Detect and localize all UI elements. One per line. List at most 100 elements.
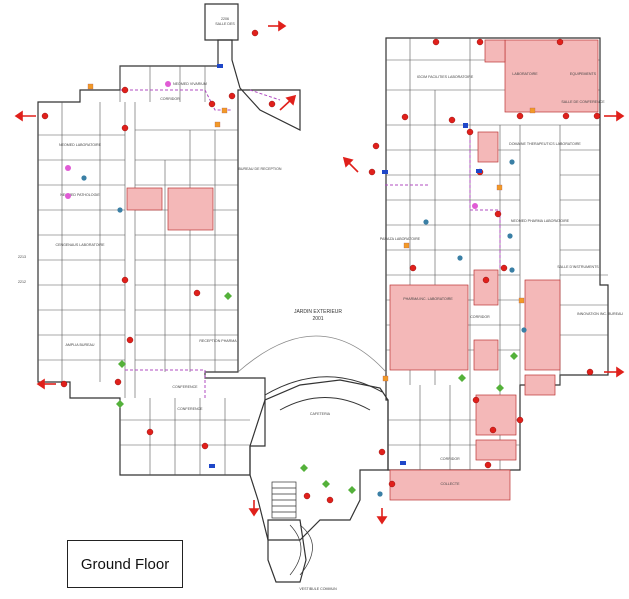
spill-kit-icon [300, 464, 308, 472]
fire-extinguisher-icon [126, 336, 134, 344]
fire-extinguisher-icon [368, 168, 376, 176]
green-markers [116, 292, 518, 494]
alarm-pull-icon [463, 123, 468, 128]
first-aid-icon [529, 107, 536, 114]
eyewash-icon [377, 491, 383, 497]
fire-extinguisher-icon [482, 276, 490, 284]
fire-extinguisher-icon [432, 38, 440, 46]
fire-extinguisher-icon [562, 112, 570, 120]
spill-kit-icon [224, 292, 232, 300]
alarm-pull-icon [217, 64, 223, 68]
room-label: CORRIDOR [470, 315, 490, 319]
eyewash-icon [81, 175, 87, 181]
exit-arrow-icon [36, 378, 56, 390]
room-label: BUREAU DE RECEPTION [239, 167, 282, 171]
fire-extinguisher-icon [60, 380, 68, 388]
eyewash-icon [423, 219, 429, 225]
first-aid-icon [221, 107, 228, 114]
fire-extinguisher-icon [586, 368, 594, 376]
room-grid-right [386, 38, 608, 470]
room-label: SALLE DES [215, 22, 235, 26]
exit-arrow-icon [342, 156, 359, 173]
fire-extinguisher-icon [114, 378, 122, 386]
room-label: CONFERENCE [172, 385, 198, 389]
alarm-pull-icon [382, 170, 388, 174]
exit-arrow-icon [376, 508, 388, 525]
room-label: SALLE D'INSTRUMENTS [557, 265, 599, 269]
fire-extinguisher-icon [476, 38, 484, 46]
first-aid-icon [214, 121, 221, 128]
room-label: VESTIBULE COMMUN [299, 587, 337, 591]
room-label: AMPLIA BUREAU [66, 343, 95, 347]
room-label: NEOMED PHARMA LABORATOIRE [511, 219, 570, 223]
fire-extinguisher-icon [303, 492, 311, 500]
fire-extinguisher-icon [121, 86, 129, 94]
spill-kit-icon [118, 360, 126, 368]
eyewash-icon [457, 255, 463, 261]
courtyard-number: 2001 [312, 316, 323, 322]
first-aid-icon [382, 375, 389, 382]
fire-extinguisher-icon [121, 276, 129, 284]
room-label: IGCIM FACILITIES LABORATOIRE [417, 75, 474, 79]
room-label: INNOVATION INC. BUREAU [577, 312, 623, 316]
fire-extinguisher-icon [556, 38, 564, 46]
alarm-markers [209, 64, 482, 468]
fire-extinguisher-icon [409, 264, 417, 272]
fire-extinguisher-icon [516, 416, 524, 424]
eyewash-icon [509, 267, 515, 273]
fire-extinguisher-icon [251, 29, 259, 37]
spill-kit-icon [348, 486, 356, 494]
room-label: CAFETERIA [310, 412, 331, 416]
room-texts: 2206 SALLE DES CORRIDOR NEOMED VIVARIUM … [18, 17, 623, 591]
room-grid-left [38, 66, 250, 475]
fire-extinguisher-icon [494, 210, 502, 218]
courtyard [237, 335, 387, 411]
spill-kit-icon [510, 352, 518, 360]
fire-extinguisher-icon [201, 442, 209, 450]
alarm-pull-icon [476, 169, 482, 173]
room-label: SALLE DE CONFERENCE [561, 100, 605, 104]
spill-kit-icon [458, 374, 466, 382]
room-label: PARAZA LABORATOIRE [380, 237, 421, 241]
fire-extinguisher-icon [448, 116, 456, 124]
room-label: PHARMA INC. LABORATOIRE [403, 297, 453, 301]
room-label: COLLECTE [441, 482, 461, 486]
fire-extinguisher-icon [466, 128, 474, 136]
floor-label: Ground Floor [80, 555, 170, 573]
fire-extinguisher-icon [500, 264, 508, 272]
fire-extinguisher-icon [401, 113, 409, 121]
fire-extinguisher-icon [484, 461, 492, 469]
room-label: CORRIDOR [160, 97, 180, 101]
first-aid-icon [518, 297, 525, 304]
courtyard-label: JARDIN EXTERIEUR 2001 [294, 309, 342, 322]
fire-extinguisher-icon [121, 124, 129, 132]
first-aid-icon [87, 83, 94, 90]
shower-icon [165, 81, 171, 87]
first-aid-icon [403, 242, 410, 249]
room-label: 2206 [221, 17, 229, 21]
highlighted-rooms [126, 39, 599, 501]
room-label: RECEPTION PHARMA [199, 339, 237, 343]
room-label: 2212 [18, 280, 26, 284]
room-label: CENGENAUS LABORATOIRE [56, 243, 106, 247]
room-label: EQUIPEMENTS [570, 72, 597, 76]
exit-arrows [14, 20, 625, 525]
spill-kit-icon [116, 400, 124, 408]
courtyard-label-text: JARDIN EXTERIEUR [294, 309, 342, 315]
room-label: NEOMED PATHOLOGIE [60, 193, 100, 197]
eyewash-icon [509, 159, 515, 165]
fire-extinguisher-icon [326, 496, 334, 504]
fire-extinguisher-icon [268, 100, 276, 108]
room-label: NEOMED LABORATOIRE [59, 143, 102, 147]
alarm-pull-icon [400, 461, 406, 465]
shower-icon [472, 203, 478, 209]
floor-label-box: Ground Floor [67, 540, 183, 588]
spill-kit-icon [322, 480, 330, 488]
exit-arrow-icon [248, 500, 260, 517]
room-label: 2213 [18, 255, 26, 259]
fire-extinguisher-icon [489, 426, 497, 434]
fire-extinguisher-icon [593, 112, 601, 120]
eyewash-icon [117, 207, 123, 213]
room-label: DOMAINE THERAPEUTICS LABORATOIRE [509, 142, 581, 146]
